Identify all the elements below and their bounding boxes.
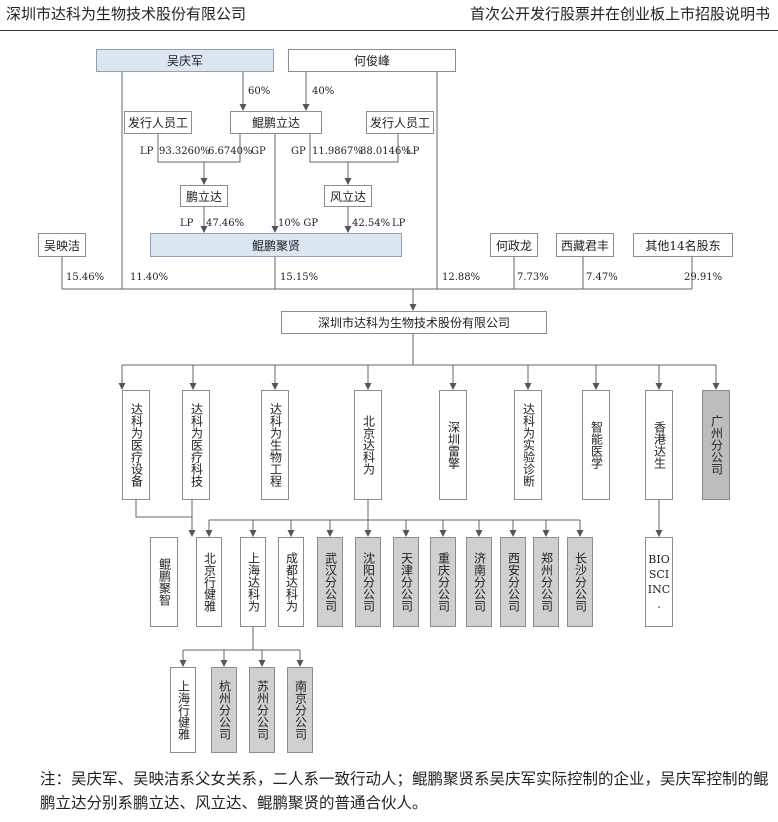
label-40: 40% [312, 86, 335, 97]
node-he-zhenglong: 何政龙 [490, 233, 538, 257]
label-1515: 15.15% [280, 272, 319, 283]
node-xian-branch: 西安分公司 [500, 537, 526, 627]
node-sub-guangzhou-branch: 广州分公司 [702, 390, 730, 500]
label-1140: 11.40% [130, 272, 169, 283]
footnote: 注：吴庆军、吴映洁系父女关系，二人系一致行动人；鲲鹏聚贤系吴庆军实际控制的企业，… [40, 770, 769, 812]
label-93: 93.3260% [159, 146, 210, 157]
node-sub-medical-tech: 达科为医疗科技 [182, 390, 210, 500]
node-wu-qingjun: 吴庆军 [96, 49, 274, 72]
node-zhengzhou-branch: 郑州分公司 [533, 537, 559, 627]
node-shanghai-dakewei: 上海达科为 [240, 537, 266, 627]
node-sub-lab-diagnostics: 达科为实验诊断 [514, 390, 542, 500]
node-sub-beijing-dakewei: 北京达科为 [354, 390, 382, 500]
label-88: 88.0146% [360, 146, 411, 157]
node-changsha-branch: 长沙分公司 [567, 537, 593, 627]
label-lp-d: LP [392, 218, 406, 229]
node-beijing-jianya: 北京行健雅 [196, 537, 222, 627]
node-sub-shenzhen-leiqing: 深圳雷擎 [439, 390, 467, 500]
node-employees-left: 发行人员工 [124, 111, 192, 134]
label-gp-b: GP [291, 146, 306, 157]
node-bio-sci-inc: BIO SCI INC . [645, 537, 673, 627]
label-773: 7.73% [517, 272, 549, 283]
node-shanghai-jianya: 上海行健雅 [170, 667, 196, 753]
node-employees-right: 发行人员工 [366, 111, 434, 134]
label-lp-a: LP [140, 146, 154, 157]
node-xizang-junfeng: 西藏君丰 [556, 233, 614, 257]
label-gp-a: GP [251, 146, 266, 157]
node-sub-smart-medicine: 智能医学 [582, 390, 610, 500]
page-header: 深圳市达科为生物技术股份有限公司 首次公开发行股票并在创业板上市招股说明书 [0, 0, 778, 31]
node-hangzhou-branch: 杭州分公司 [211, 667, 237, 753]
label-10gp: 10% GP [278, 218, 319, 229]
label-60: 60% [248, 86, 271, 97]
header-company: 深圳市达科为生物技术股份有限公司 [6, 5, 247, 23]
node-kunpeng-juxian: 鲲鹏聚贤 [150, 233, 402, 257]
node-tianjin-branch: 天津分公司 [393, 537, 419, 627]
label-4746: 47.46% [206, 218, 245, 229]
node-sub-medical-equipment: 达科为医疗设备 [122, 390, 150, 500]
node-penglida: 鹏立达 [180, 185, 228, 207]
node-he-junfeng: 何俊峰 [288, 49, 456, 72]
node-chongqing-branch: 重庆分公司 [430, 537, 456, 627]
node-suzhou-branch: 苏州分公司 [249, 667, 275, 753]
label-1546: 15.46% [66, 272, 105, 283]
header-doc-title: 首次公开发行股票并在创业板上市招股说明书 [469, 5, 770, 23]
node-other-shareholders: 其他14名股东 [633, 233, 733, 257]
node-company: 深圳市达科为生物技术股份有限公司 [281, 311, 547, 334]
node-fenglida: 风立达 [324, 185, 372, 207]
label-747: 7.47% [586, 272, 618, 283]
node-wuhan-branch: 武汉分公司 [317, 537, 343, 627]
label-4254: 42.54% [352, 218, 391, 229]
label-lp-b: LP [406, 146, 420, 157]
node-nanjing-branch: 南京分公司 [287, 667, 313, 753]
label-2991: 29.91% [684, 272, 723, 283]
node-wu-yingjie: 吴映洁 [38, 233, 86, 257]
node-kunpeng-juzhi: 鲲鹏聚智 [150, 537, 178, 627]
node-shenyang-branch: 沈阳分公司 [355, 537, 381, 627]
node-jinan-branch: 济南分公司 [466, 537, 492, 627]
node-kunpeng-lida: 鲲鹏立达 [230, 111, 322, 134]
node-sub-hk-dasheng: 香港达生 [645, 390, 673, 500]
label-lp-c: LP [180, 218, 194, 229]
label-1198: 11.9867% [312, 146, 363, 157]
node-sub-bio-engineering: 达科为生物工程 [261, 390, 289, 500]
label-667: 6.6740% [208, 146, 253, 157]
node-chengdu-dakewei: 成都达科为 [278, 537, 304, 627]
label-1288: 12.88% [442, 272, 481, 283]
